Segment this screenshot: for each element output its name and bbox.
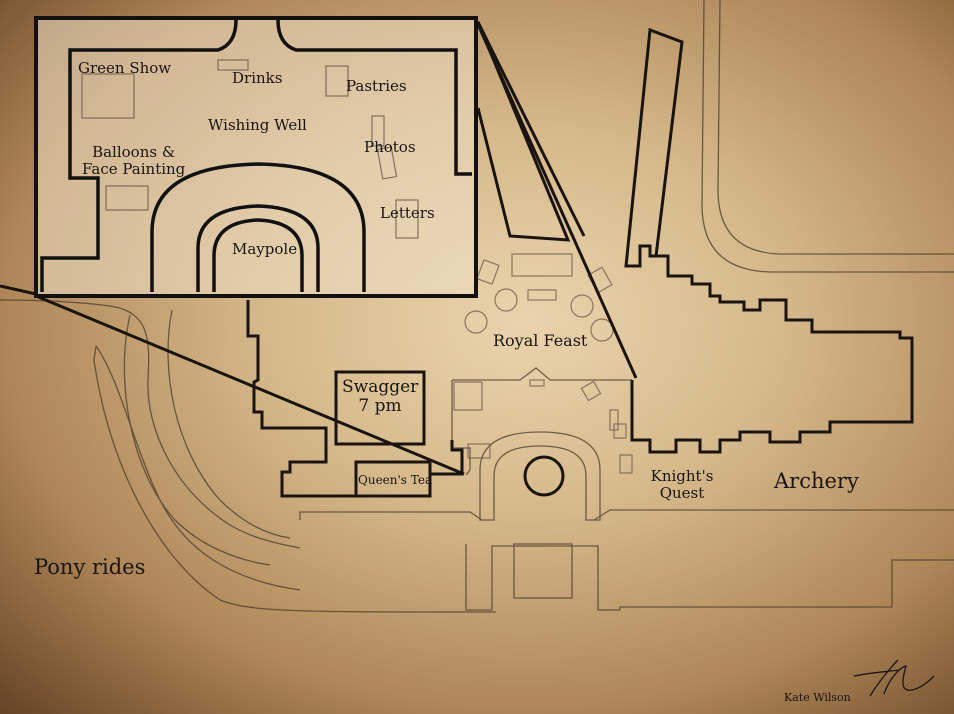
fountain-arch bbox=[479, 431, 601, 521]
inset-walls bbox=[40, 19, 472, 292]
curved-path-outer bbox=[0, 299, 301, 549]
label-letters: Letters bbox=[380, 204, 435, 222]
curved-path-inner bbox=[167, 309, 291, 539]
path-left-bottom bbox=[95, 345, 301, 591]
signature-scribble bbox=[853, 659, 935, 697]
feast-building bbox=[451, 380, 471, 476]
curved-path-mid bbox=[123, 314, 271, 566]
label-drinks: Drinks bbox=[232, 69, 283, 87]
road-top-right-2 bbox=[701, 0, 954, 273]
feast-tables bbox=[453, 253, 633, 474]
road-top-right-1 bbox=[717, 0, 954, 255]
bold-outlines bbox=[0, 19, 914, 498]
label-swagger-line2: 7 pm bbox=[358, 395, 402, 416]
label-knights-line1: Knight's bbox=[650, 467, 714, 485]
loop-path bbox=[93, 345, 496, 613]
main-road-top bbox=[299, 509, 954, 521]
feast-area-outline bbox=[452, 367, 632, 381]
zoom-line-top bbox=[474, 19, 638, 379]
inset-maypole-ring bbox=[212, 218, 304, 292]
label-royal-feast: Royal Feast bbox=[493, 331, 588, 350]
label-balloons-line2: Face Painting bbox=[82, 159, 186, 178]
label-pastries: Pastries bbox=[346, 77, 407, 95]
inset-outer-wall bbox=[40, 19, 472, 292]
inset-stalls bbox=[81, 59, 419, 239]
signature-name: Kate Wilson bbox=[784, 691, 851, 704]
label-queens-tea: Queen's Tea bbox=[358, 473, 433, 487]
upper-path-right bbox=[476, 21, 586, 237]
label-balloons: Balloons & Face Painting bbox=[82, 144, 185, 177]
queens-tea-tent bbox=[354, 460, 432, 498]
perimeter bbox=[246, 300, 464, 498]
inset-inner-ring bbox=[196, 204, 320, 292]
label-wishing-well: Wishing Well bbox=[208, 116, 307, 134]
paths bbox=[0, 0, 954, 613]
fountain bbox=[523, 455, 565, 497]
label-knights-line2: Quest bbox=[659, 483, 705, 502]
label-swagger: Swagger 7 pm bbox=[342, 378, 418, 415]
label-green-show: Green Show bbox=[78, 59, 172, 77]
knights-quest-border bbox=[624, 27, 914, 454]
zoom-line-bottom bbox=[35, 294, 465, 476]
label-knights-quest: Knight's Quest bbox=[644, 468, 720, 501]
inset-panel bbox=[34, 16, 478, 298]
upper-path-left bbox=[476, 21, 571, 242]
label-swagger-line1: Swagger bbox=[342, 377, 419, 397]
label-photos: Photos bbox=[364, 138, 416, 156]
label-pony-rides: Pony rides bbox=[34, 555, 146, 579]
center-square bbox=[513, 543, 573, 599]
label-maypole: Maypole bbox=[232, 240, 298, 258]
label-balloons-line1: Balloons & bbox=[92, 143, 176, 161]
swagger-stage bbox=[334, 370, 426, 446]
label-archery: Archery bbox=[774, 469, 859, 493]
main-road-bottom bbox=[465, 544, 954, 611]
left-line bbox=[0, 284, 37, 296]
inset-plaza bbox=[150, 162, 366, 292]
